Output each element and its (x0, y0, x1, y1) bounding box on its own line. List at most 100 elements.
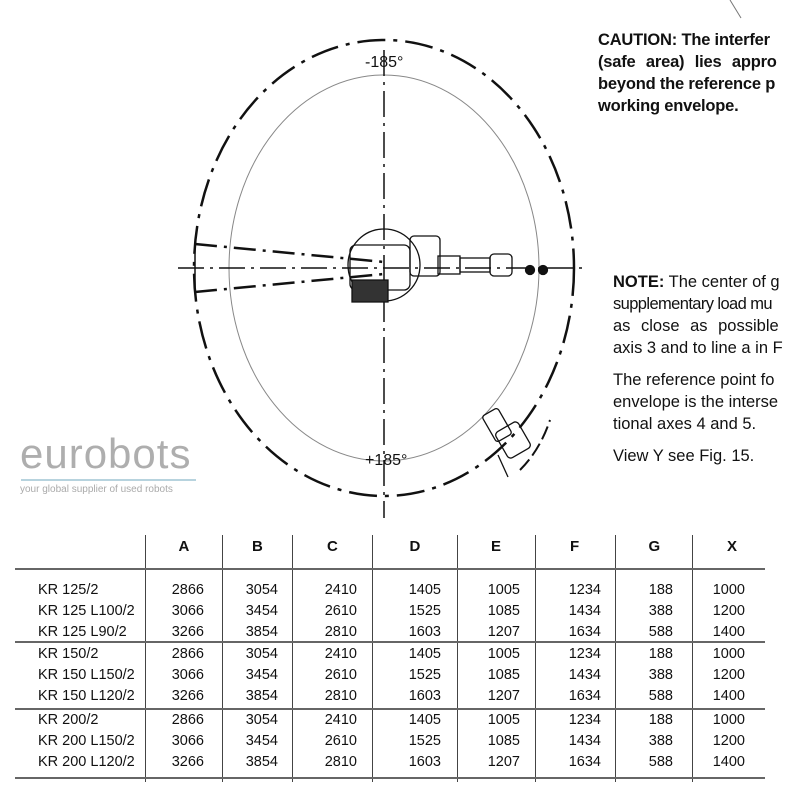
reference-line: tional axes 4 and 5. (613, 415, 757, 433)
column-divider (145, 535, 146, 782)
caution-line: (safe area) lies appro (598, 53, 777, 71)
table-cell-c: 2610 (324, 733, 357, 749)
table-cell-b: 3054 (245, 582, 278, 598)
table-cell-x: 1400 (712, 688, 745, 704)
model-name: KR 150 L120/2 (38, 688, 135, 704)
table-cell-a: 3266 (171, 688, 204, 704)
table-cell-c: 2810 (324, 754, 357, 770)
table-cell-b: 3454 (245, 603, 278, 619)
table-cell-d: 1603 (408, 754, 441, 770)
table-cell-b: 3054 (245, 646, 278, 662)
table-cell-d: 1525 (408, 667, 441, 683)
table-cell-d: 1525 (408, 603, 441, 619)
caution-line: beyond the reference p (598, 75, 776, 93)
leader-line (729, 0, 742, 19)
reference-line: envelope is the interse (613, 393, 779, 411)
table-cell-d: 1525 (408, 733, 441, 749)
table-cell-e: 1005 (487, 712, 520, 728)
table-cell-a: 2866 (171, 646, 204, 662)
table-cell-g: 388 (648, 733, 673, 749)
table-cell-x: 1000 (712, 646, 745, 662)
table-cell-c: 2810 (324, 624, 357, 640)
angle-label-bottom: +185° (365, 452, 408, 469)
table-cell-g: 388 (648, 667, 673, 683)
table-cell-f: 1434 (568, 733, 601, 749)
model-name: KR 150/2 (38, 646, 99, 662)
column-header-e: E (491, 538, 502, 555)
table-cell-x: 1000 (712, 712, 745, 728)
table-cell-f: 1434 (568, 603, 601, 619)
table-cell-e: 1085 (487, 733, 520, 749)
model-name: KR 200 L120/2 (38, 754, 135, 770)
column-header-a: A (178, 538, 190, 555)
table-cell-f: 1234 (568, 712, 601, 728)
table-cell-x: 1200 (712, 667, 745, 683)
table-cell-a: 3266 (171, 754, 204, 770)
table-cell-a: 2866 (171, 712, 204, 728)
column-divider (615, 535, 616, 782)
wrist-view-sketch (482, 407, 551, 478)
table-cell-b: 3854 (245, 688, 278, 704)
model-name: KR 150 L150/2 (38, 667, 135, 683)
table-cell-f: 1634 (568, 624, 601, 640)
table-cell-b: 3854 (245, 754, 278, 770)
table-cell-e: 1085 (487, 667, 520, 683)
table-cell-b: 3454 (245, 733, 278, 749)
table-cell-d: 1405 (408, 582, 441, 598)
note-line-rest: The center of g (664, 273, 780, 291)
model-name: KR 125/2 (38, 582, 99, 598)
table-cell-g: 588 (648, 754, 673, 770)
working-envelope-diagram (178, 0, 742, 518)
model-name: KR 200 L150/2 (38, 733, 135, 749)
note-text: NOTE: The center of g supplementary load… (613, 272, 783, 468)
table-cell-b: 3054 (245, 712, 278, 728)
table-cell-x: 1200 (712, 603, 745, 619)
table-cell-c: 2610 (324, 667, 357, 683)
note-line: NOTE: The center of g (613, 273, 780, 291)
view-reference: View Y see Fig. 15. (613, 447, 755, 465)
row-rule (15, 641, 765, 643)
table-cell-e: 1207 (487, 624, 520, 640)
column-divider (535, 535, 536, 782)
table-cell-c: 2410 (324, 582, 357, 598)
column-header-c: C (327, 538, 338, 555)
column-divider (292, 535, 293, 782)
table-cell-e: 1085 (487, 603, 520, 619)
table-cell-c: 2410 (324, 646, 357, 662)
table-cell-a: 3066 (171, 603, 204, 619)
note-line: as close as possible (613, 317, 779, 335)
table-cell-e: 1207 (487, 754, 520, 770)
watermark-logo: eurobots (20, 430, 192, 477)
table-cell-e: 1207 (487, 688, 520, 704)
column-header-d: D (409, 538, 421, 555)
table-cell-d: 1603 (408, 688, 441, 704)
table-cell-a: 3266 (171, 624, 204, 640)
watermark-bar (21, 479, 196, 481)
column-header-f: F (570, 538, 580, 555)
column-divider (372, 535, 373, 782)
row-rule (15, 777, 765, 779)
caution-line: CAUTION: The interfer (598, 31, 770, 49)
table-cell-x: 1400 (712, 624, 745, 640)
table-cell-g: 588 (648, 624, 673, 640)
row-rule (15, 708, 765, 710)
table-cell-e: 1005 (487, 582, 520, 598)
table-cell-e: 1005 (487, 646, 520, 662)
table-cell-c: 2810 (324, 688, 357, 704)
table-cell-x: 1000 (712, 582, 745, 598)
table-cell-x: 1200 (712, 733, 745, 749)
column-divider (222, 535, 223, 782)
column-header-x: X (727, 538, 738, 555)
interference-wedge (194, 242, 385, 294)
model-name: KR 125 L90/2 (38, 624, 127, 640)
row-rule (15, 568, 765, 570)
table-cell-d: 1603 (408, 624, 441, 640)
table-cell-f: 1234 (568, 582, 601, 598)
table-cell-a: 2866 (171, 582, 204, 598)
column-divider (692, 535, 693, 782)
note-line: axis 3 and to line a in F (613, 339, 783, 357)
table-cell-b: 3454 (245, 667, 278, 683)
table-cell-c: 2610 (324, 603, 357, 619)
table-cell-g: 188 (648, 582, 673, 598)
